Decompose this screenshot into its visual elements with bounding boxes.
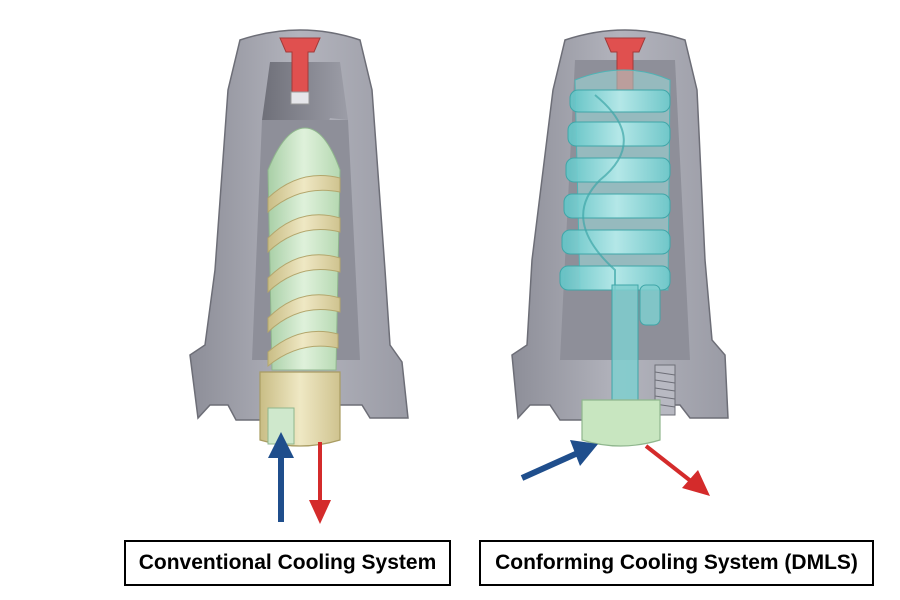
conforming-mold	[511, 29, 729, 496]
arrow-diagonal-out-icon	[644, 444, 710, 496]
conforming-caption-text: Conforming Cooling System (DMLS)	[495, 551, 858, 574]
arrow-diagonal-in-icon	[520, 440, 598, 481]
helix-bands	[267, 175, 341, 368]
conformal-spiral	[582, 94, 625, 300]
conventional-caption: Conventional Cooling System	[124, 540, 451, 586]
conforming-caption: Conforming Cooling System (DMLS)	[479, 540, 874, 586]
arrow-down-icon	[309, 442, 331, 524]
conventional-caption-text: Conventional Cooling System	[138, 551, 437, 574]
arrow-up-icon	[268, 432, 294, 522]
feed-pipe	[611, 284, 639, 406]
fitting-right	[581, 399, 661, 447]
return-pipe	[639, 284, 661, 326]
gate-tip-left	[290, 91, 310, 105]
conventional-mold	[189, 29, 409, 524]
